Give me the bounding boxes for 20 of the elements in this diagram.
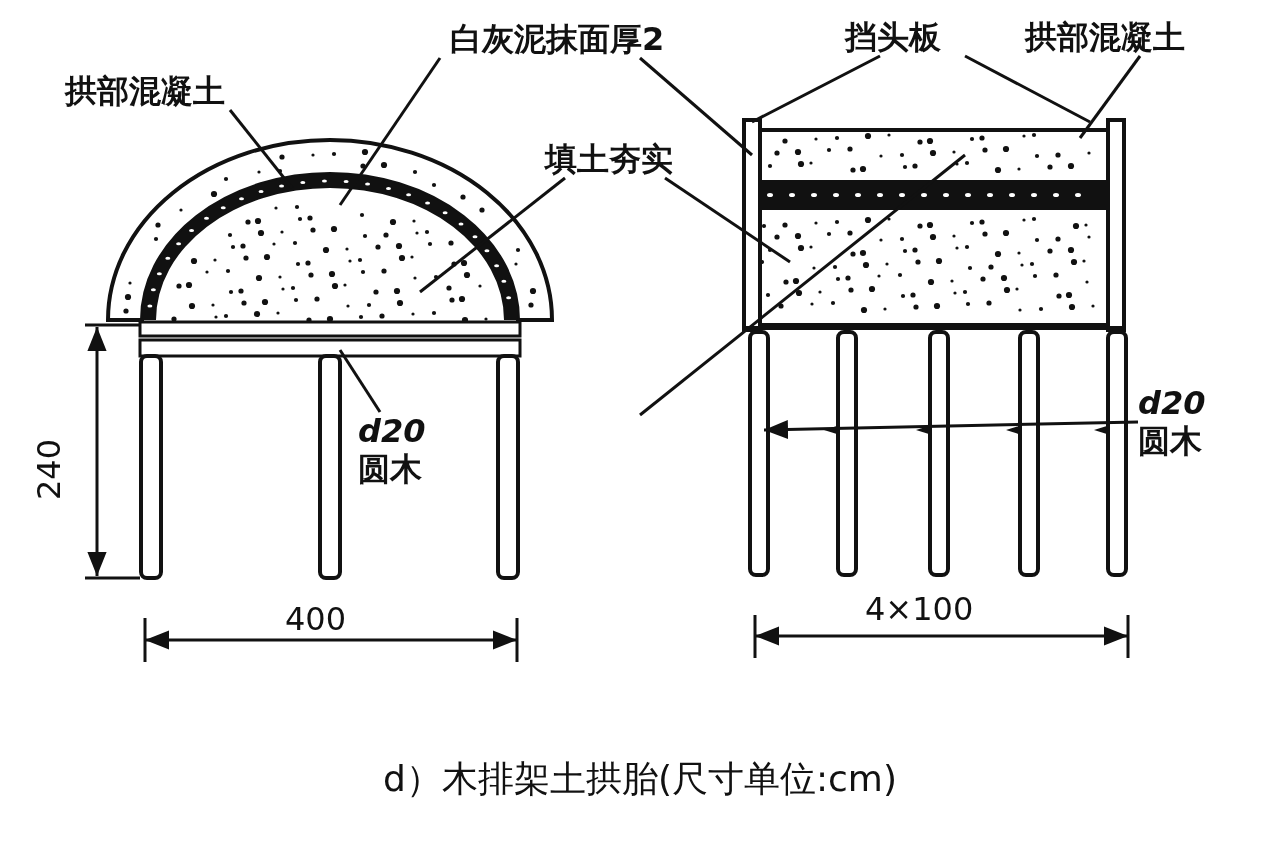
leader-line [664, 176, 791, 264]
leader-line [964, 54, 1091, 124]
leader-line [639, 56, 753, 157]
leader-line [419, 176, 566, 294]
material-label: 填土夯实 [545, 140, 673, 178]
leader-line [763, 419, 1139, 440]
material-label: 拱部混凝土 [1025, 18, 1185, 56]
leader-line [751, 54, 881, 124]
leader-line [1078, 55, 1142, 139]
material-label: d20 圆木 [358, 412, 426, 488]
material-label: 白灰泥抹面厚2 [450, 20, 665, 58]
dimension-label: 4×100 [865, 590, 974, 628]
material-label: d20 圆木 [1138, 384, 1206, 460]
leader-line [338, 57, 442, 206]
dimension-label: 240 [30, 438, 68, 500]
figure-caption: d）木排架土拱胎(尺寸单位:cm) [382, 757, 898, 801]
dimension-label: 400 [285, 600, 347, 638]
leader-line [338, 349, 382, 413]
material-label: 挡头板 [845, 18, 941, 56]
material-label: 拱部混凝土 [65, 72, 225, 110]
